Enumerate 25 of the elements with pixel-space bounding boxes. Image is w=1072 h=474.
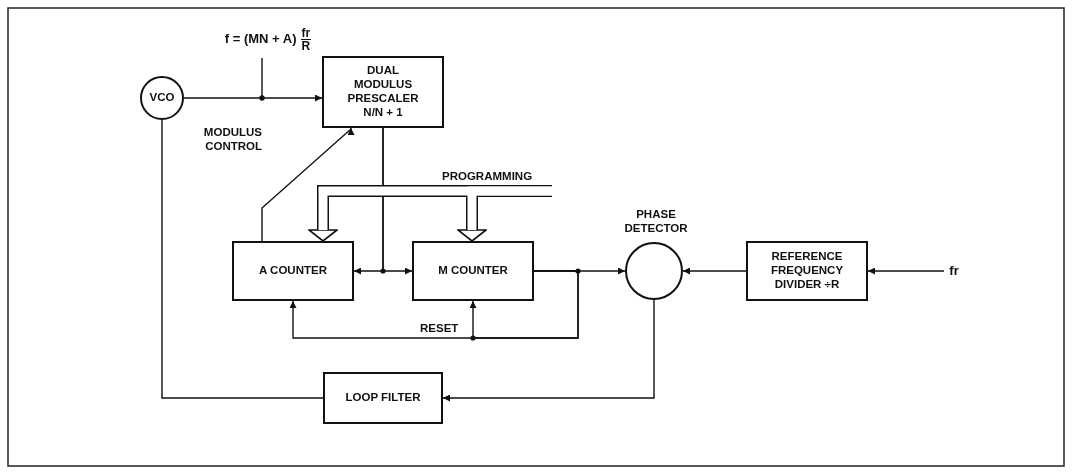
node-text: fr bbox=[949, 263, 959, 279]
circle-node bbox=[140, 76, 184, 120]
formula-text: f = (MN + A) bbox=[224, 31, 297, 47]
node-text: DUAL MODULUS PRESCALER N/N + 1 bbox=[346, 64, 420, 120]
node-text: REFERENCE FREQUENCY DIVIDER ÷R bbox=[769, 250, 845, 292]
arrow bbox=[382, 127, 413, 275]
node-text: LOOP FILTER bbox=[345, 391, 421, 405]
process-box bbox=[232, 241, 354, 301]
node-text: A COUNTER bbox=[259, 264, 327, 278]
arrow bbox=[261, 127, 355, 242]
process-box bbox=[323, 372, 443, 424]
arrow bbox=[469, 270, 579, 339]
process-box bbox=[746, 241, 868, 301]
connector-line bbox=[161, 119, 324, 399]
fraction: fr R bbox=[300, 26, 312, 52]
node-text: VCO bbox=[149, 91, 175, 105]
node-heading: PHASE DETECTOR bbox=[623, 208, 689, 236]
arrow bbox=[442, 299, 655, 402]
node-text: M COUNTER bbox=[438, 264, 508, 278]
arrow bbox=[682, 267, 747, 275]
process-box bbox=[412, 241, 534, 301]
process-box bbox=[322, 56, 444, 128]
arrow bbox=[867, 267, 945, 275]
arrow bbox=[183, 94, 323, 102]
edge-label: MODULUS CONTROL bbox=[202, 126, 262, 154]
